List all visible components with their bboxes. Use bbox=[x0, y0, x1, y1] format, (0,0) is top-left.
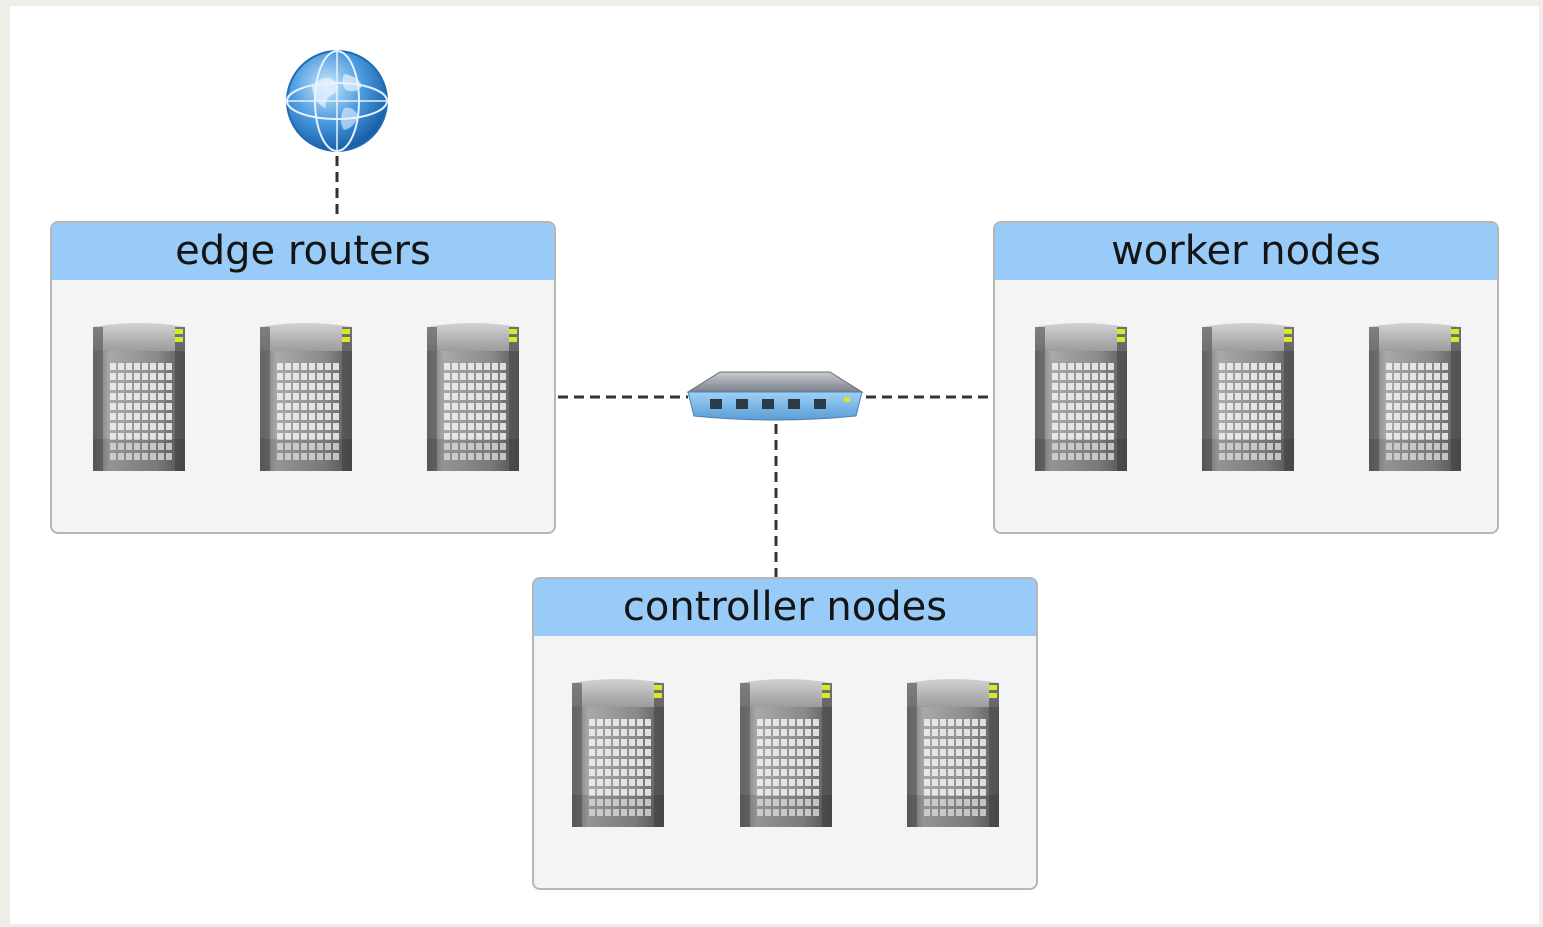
group-title: worker nodes bbox=[995, 223, 1497, 280]
group-title: controller nodes bbox=[534, 579, 1036, 636]
server-tower-icon bbox=[907, 677, 999, 827]
group-worker-nodes: worker nodes bbox=[993, 221, 1499, 534]
server-tower-icon bbox=[572, 677, 664, 827]
group-controller-nodes: controller nodes bbox=[532, 577, 1038, 890]
globe-icon bbox=[282, 46, 392, 156]
server-tower-icon bbox=[1369, 321, 1461, 471]
server-tower-icon bbox=[1035, 321, 1127, 471]
server-tower-icon bbox=[1202, 321, 1294, 471]
group-edge-routers: edge routers bbox=[50, 221, 556, 534]
server-tower-icon bbox=[427, 321, 519, 471]
server-tower-icon bbox=[93, 321, 185, 471]
network-switch-icon bbox=[684, 368, 866, 426]
server-tower-icon bbox=[260, 321, 352, 471]
group-title: edge routers bbox=[52, 223, 554, 280]
server-tower-icon bbox=[740, 677, 832, 827]
